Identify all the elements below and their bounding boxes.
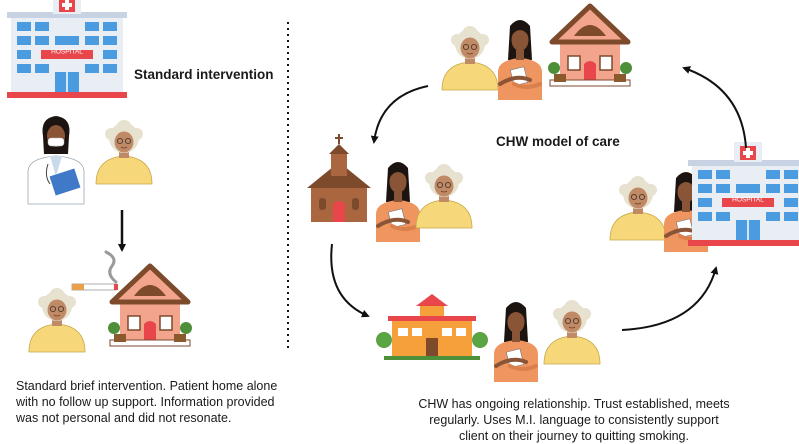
left-caption-line: Standard brief intervention. Patient hom…	[16, 379, 278, 393]
cycle-arrow-school-to-hospital	[621, 266, 719, 331]
home-illustration-right	[548, 6, 632, 86]
cycle-arrow-hospital-to-home	[682, 66, 747, 149]
patient-illustration-school	[543, 299, 601, 365]
right-hospital-illustration	[687, 141, 799, 247]
right-hospital-sign: HOSPITAL	[732, 197, 764, 204]
doctor-illustration	[27, 115, 85, 205]
cycle-arrow-home-to-church	[370, 85, 429, 144]
chw-illustration-home	[496, 18, 544, 102]
left-panel-title: Standard intervention	[134, 67, 274, 82]
left-hospital-sign: HOSPITAL	[51, 49, 83, 56]
school-illustration	[376, 294, 488, 360]
patient-illustration-home-right	[441, 25, 499, 91]
home-illustration-left	[108, 266, 192, 346]
church-illustration	[306, 133, 372, 223]
left-caption-line: with no follow up support. Information p…	[16, 395, 275, 409]
patient-illustration-clinic	[95, 119, 153, 185]
cycle-arrow-church-to-school	[330, 243, 370, 318]
right-caption-line: CHW has ongoing relationship. Trust esta…	[418, 397, 730, 411]
patient-illustration-home	[28, 287, 86, 353]
right-panel-caption: CHW has ongoing relationship. Trust esta…	[404, 396, 744, 444]
right-panel-title: CHW model of care	[496, 134, 620, 149]
patient-illustration-church	[415, 163, 473, 229]
left-panel-caption: Standard brief intervention. Patient hom…	[16, 378, 277, 426]
left-caption-line: was not personal and did not resonate.	[16, 411, 232, 425]
right-caption-line: client on their journey to quitting smok…	[459, 429, 689, 443]
chw-illustration-church	[374, 160, 422, 244]
cigarette-icon	[71, 250, 118, 291]
patient-illustration-hospital	[609, 175, 667, 241]
chw-illustration-school	[492, 300, 540, 384]
right-caption-line: regularly. Uses M.I. language to consist…	[429, 413, 719, 427]
